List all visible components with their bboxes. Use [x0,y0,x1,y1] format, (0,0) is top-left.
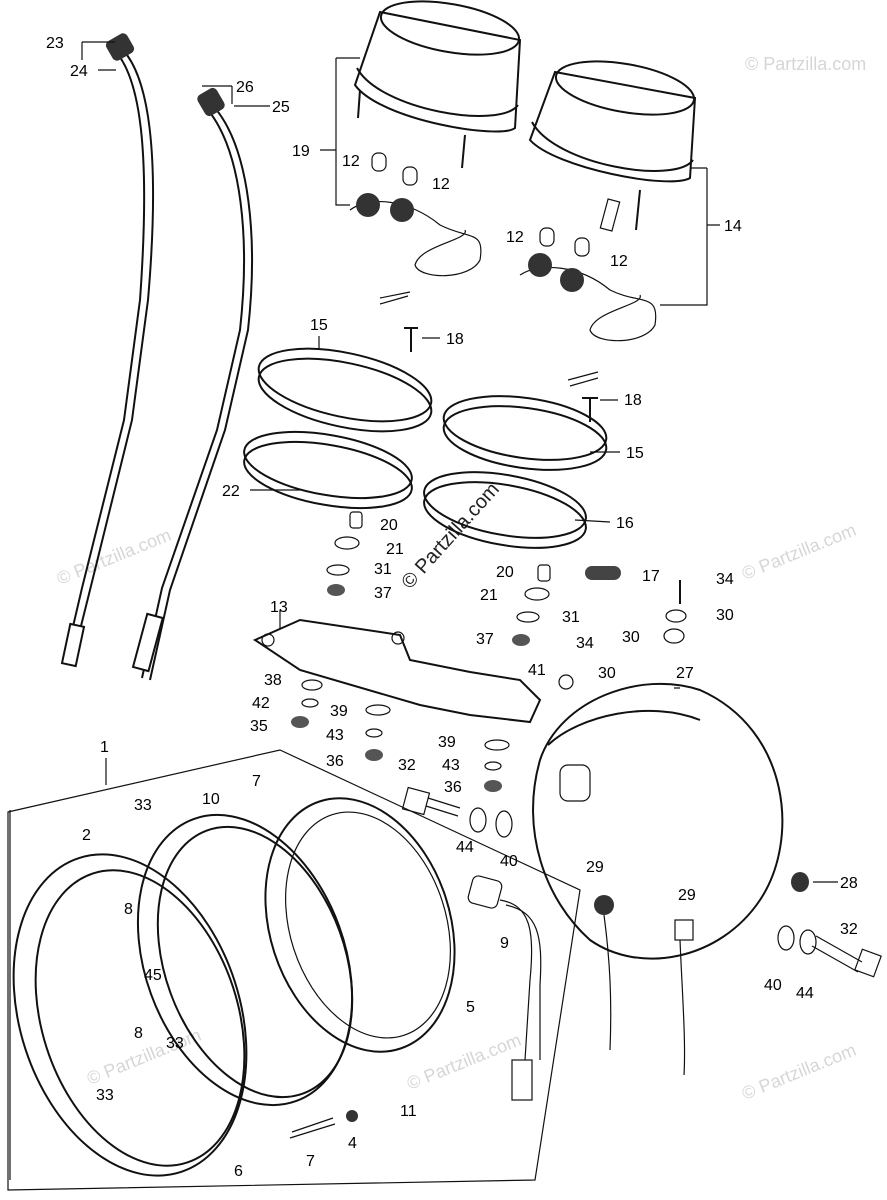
callout-label: 33 [166,1035,184,1052]
callout-label: 25 [272,99,290,116]
tachometer-cable [131,87,253,681]
callout-label: 1 [100,739,109,756]
callout-label: 34 [716,571,734,588]
callout-label: 45 [144,967,162,984]
callout-label: 27 [676,665,694,682]
callout-label: 12 [342,153,360,170]
wiring-harness [467,875,542,1101]
tachometer-assembly [519,60,697,387]
mounting-ring [136,813,354,1107]
speedometer-assembly [349,0,522,305]
bulbs-left [371,152,418,186]
callout-label: 15 [310,317,328,334]
callout-label: 33 [96,1087,114,1104]
bracket-hardware [291,679,510,792]
callout-label: 18 [624,392,642,409]
hardware-right-column [512,564,687,690]
callout-label: 23 [46,35,64,52]
meter-bracket [252,618,542,724]
adjust-spring [289,1110,358,1139]
callout-label: 13 [270,599,288,616]
callout-label: 4 [348,1135,357,1152]
callout-label: 30 [598,665,616,682]
callout-label: 37 [374,585,392,602]
callout-label: 37 [476,631,494,648]
callout-label: 14 [724,218,742,235]
callout-label: 40 [764,977,782,994]
callout-label: 17 [642,568,660,585]
callout-label: 43 [326,727,344,744]
callout-label: 26 [236,79,254,96]
watermark: © Partzilla.com [404,1030,524,1094]
callout-label: 10 [202,791,220,808]
callout-label: 12 [506,229,524,246]
callout-label: 36 [444,779,462,796]
callout-label: 12 [610,253,628,270]
callout-label: 19 [292,143,310,160]
callout-label: 30 [622,629,640,646]
callout-label: 7 [306,1153,315,1170]
callout-label: 15 [626,445,644,462]
headlight-rim [12,853,248,1177]
screws-18 [404,327,598,422]
watermark: © Partzilla.com [54,525,174,589]
callout-label: 24 [70,63,88,80]
callout-label: 43 [442,757,460,774]
watermark-center: © Partzilla.com [397,478,504,593]
headlight-case [532,682,809,1076]
callout-label: 6 [234,1163,243,1180]
bolt-32-right [777,925,882,978]
callout-label: 28 [840,875,858,892]
callout-label: 7 [252,773,261,790]
callout-label: 32 [840,921,858,938]
callout-label: 16 [616,515,634,532]
callout-label: 39 [330,703,348,720]
callout-label: 33 [134,797,152,814]
callout-label: 21 [480,587,498,604]
callout-label: 5 [466,999,475,1016]
bulbs-right [539,227,590,257]
callout-label: 9 [500,935,509,952]
callout-label: 31 [562,609,580,626]
callout-label: 34 [576,635,594,652]
callout-label: 20 [496,564,514,581]
callout-label: 31 [374,561,392,578]
callout-label: 35 [250,718,268,735]
callout-label: 8 [134,1025,143,1042]
callout-label: 36 [326,753,344,770]
callout-label: 20 [380,517,398,534]
callout-label: 29 [586,859,604,876]
callouts: 23 24 26 25 19 12 12 14 12 12 15 18 18 1… [46,35,858,1180]
callout-label: 11 [400,1103,417,1120]
callout-label: 32 [398,757,416,774]
callout-label: 44 [456,839,474,856]
callout-label: 39 [438,734,456,751]
callout-label: 2 [82,827,91,844]
watermark: © Partzilla.com [739,1040,859,1104]
callout-label: 42 [252,695,270,712]
callout-label: 38 [264,672,282,689]
speedometer-cable [60,33,155,668]
callout-label: 8 [124,901,133,918]
hardware-left-column [326,511,363,596]
callout-label: 40 [500,853,518,870]
callout-label: 30 [716,607,734,624]
callout-label: 44 [796,985,814,1002]
watermark: © Partzilla.com [745,54,866,74]
watermarks: © Partzilla.com © Partzilla.com © Partzi… [54,54,866,1104]
sealed-beam-unit [264,797,456,1053]
callout-label: 22 [222,483,240,500]
callout-label: 12 [432,176,450,193]
callout-label: 21 [386,541,404,558]
meter-cases [243,347,608,549]
headlight-unit-frame [7,749,581,1191]
leader-lines [9,41,838,1180]
watermark: © Partzilla.com [739,520,859,584]
callout-label: 29 [678,887,696,904]
callout-label: 41 [528,662,546,679]
callout-label: 18 [446,331,464,348]
